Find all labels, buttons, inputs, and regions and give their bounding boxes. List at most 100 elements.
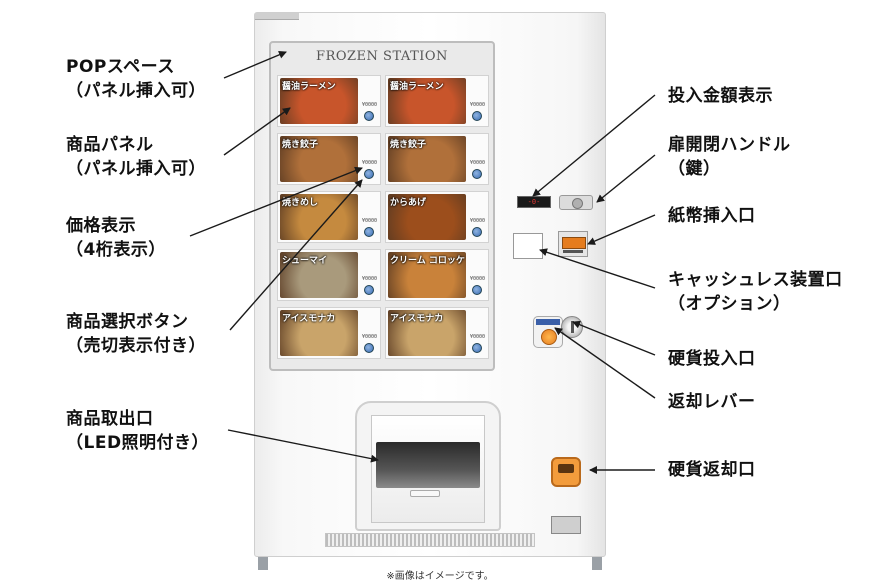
label-line1: 硬貨返却口: [668, 460, 756, 480]
product-name: 焼き餃子: [282, 140, 319, 150]
product-photo: アイスモナカ: [280, 310, 358, 356]
price-display: ¥0000: [361, 218, 377, 224]
product-select-button[interactable]: [364, 343, 374, 353]
label-line2: （LED照明付き）: [66, 433, 210, 453]
product-select-button[interactable]: [364, 285, 374, 295]
label-line1: 価格表示: [66, 216, 136, 236]
product-select-button[interactable]: [364, 169, 374, 179]
product-select-button[interactable]: [472, 227, 482, 237]
label-line2: （鍵）: [668, 159, 721, 179]
coin-insert-slot[interactable]: [561, 316, 583, 338]
cashless-device-port[interactable]: [513, 233, 543, 259]
product-panel: シューマイ ¥0000: [277, 249, 381, 301]
label-line2: （パネル挿入可）: [66, 159, 206, 179]
price-display: ¥0000: [469, 102, 485, 108]
product-name: アイスモナカ: [282, 314, 336, 324]
product-photo: アイスモナカ: [388, 310, 466, 356]
label-line1: キャッシュレス装置口: [668, 270, 843, 290]
product-panel: アイスモナカ ¥0000: [277, 307, 381, 359]
label-bill-slot: 紙幣挿入口: [668, 204, 756, 228]
product-name: シューマイ: [282, 256, 328, 266]
product-panel: 焼き餃子 ¥0000: [385, 133, 489, 185]
take-out-flap[interactable]: [371, 415, 485, 523]
product-panel: 焼きめし ¥0000: [277, 191, 381, 243]
machine-leg-left: [258, 554, 268, 570]
product-select-button[interactable]: [472, 285, 482, 295]
price-display: ¥0000: [469, 218, 485, 224]
price-display: ¥0000: [361, 334, 377, 340]
product-name: 醤油ラーメン: [390, 82, 444, 92]
product-panel: クリーム コロッケ ¥0000: [385, 249, 489, 301]
price-display: ¥0000: [361, 102, 377, 108]
label-line2: （4桁表示）: [66, 240, 166, 260]
price-display: ¥0000: [361, 160, 377, 166]
bottom-vent: [325, 533, 535, 547]
label-coin-return: 硬貨返却口: [668, 458, 756, 482]
return-lever[interactable]: [533, 316, 563, 348]
label-line1: 返却レバー: [668, 392, 756, 412]
product-select-button[interactable]: [364, 111, 374, 121]
price-display: ¥0000: [361, 276, 377, 282]
price-display: ¥0000: [469, 160, 485, 166]
label-return-lever: 返却レバー: [668, 390, 756, 414]
product-select-button[interactable]: [472, 169, 482, 179]
product-photo: 焼き餃子: [280, 136, 358, 182]
product-panel: アイスモナカ¥0000: [385, 307, 489, 359]
product-panel: からあげ ¥0000: [385, 191, 489, 243]
product-name: 焼き餃子: [390, 140, 427, 150]
product-name: 焼きめし: [282, 198, 319, 208]
product-take-out-port[interactable]: [355, 401, 501, 531]
product-photo: シューマイ: [280, 252, 358, 298]
label-pop-space: POPスペース （パネル挿入可）: [66, 55, 206, 103]
label-coin-slot: 硬貨投入口: [668, 347, 756, 371]
product-photo: からあげ: [388, 194, 466, 240]
label-take-out-port: 商品取出口 （LED照明付き）: [66, 407, 209, 455]
product-name: クリーム コロッケ: [390, 256, 465, 266]
product-panel: 焼き餃子 ¥0000: [277, 133, 381, 185]
bill-insert-slot[interactable]: [558, 231, 588, 257]
product-photo: 焼き餃子: [388, 136, 466, 182]
product-photo: 焼きめし: [280, 194, 358, 240]
product-photo: 醤油ラーメン: [388, 78, 466, 124]
label-line1: POPスペース: [66, 57, 175, 77]
label-cashless-port: キャッシュレス装置口 （オプション）: [668, 268, 843, 316]
product-panel: 醤油ラーメン ¥0000: [277, 75, 381, 127]
label-product-panel: 商品パネル （パネル挿入可）: [66, 133, 206, 181]
product-name: からあげ: [390, 198, 427, 208]
product-name: 醤油ラーメン: [282, 82, 336, 92]
label-line2: （売切表示付き）: [66, 336, 206, 356]
label-line1: 商品選択ボタン: [66, 312, 189, 332]
product-photo: 醤油ラーメン: [280, 78, 358, 124]
label-line1: 投入金額表示: [668, 86, 773, 106]
pop-space-title: FROZEN STATION: [316, 49, 448, 64]
price-display: ¥0000: [469, 276, 485, 282]
product-select-button[interactable]: [472, 343, 482, 353]
serial-plate: [551, 516, 581, 534]
coin-return-port[interactable]: [551, 457, 581, 487]
image-caption: ※画像はイメージです。: [386, 571, 494, 582]
product-name: アイスモナカ: [390, 314, 444, 324]
amount-display: -0-: [517, 196, 551, 208]
product-select-button[interactable]: [472, 111, 482, 121]
label-line1: 商品取出口: [66, 409, 154, 429]
label-line1: 紙幣挿入口: [668, 206, 756, 226]
label-selection-button: 商品選択ボタン （売切表示付き）: [66, 310, 206, 358]
label-price-display: 価格表示 （4桁表示）: [66, 214, 166, 262]
label-line2: （オプション）: [668, 294, 791, 314]
machine-leg-right: [592, 554, 602, 570]
label-line1: 扉開閉ハンドル: [668, 135, 791, 155]
label-line1: 商品パネル: [66, 135, 154, 155]
label-line1: 硬貨投入口: [668, 349, 756, 369]
product-photo: クリーム コロッケ: [388, 252, 466, 298]
label-line2: （パネル挿入可）: [66, 81, 206, 101]
product-select-button[interactable]: [364, 227, 374, 237]
door-handle[interactable]: [559, 195, 593, 210]
label-amount-display: 投入金額表示: [668, 84, 773, 108]
top-strip: [255, 13, 299, 20]
label-door-handle: 扉開閉ハンドル （鍵）: [668, 133, 791, 181]
product-panel: 醤油ラーメン ¥0000: [385, 75, 489, 127]
